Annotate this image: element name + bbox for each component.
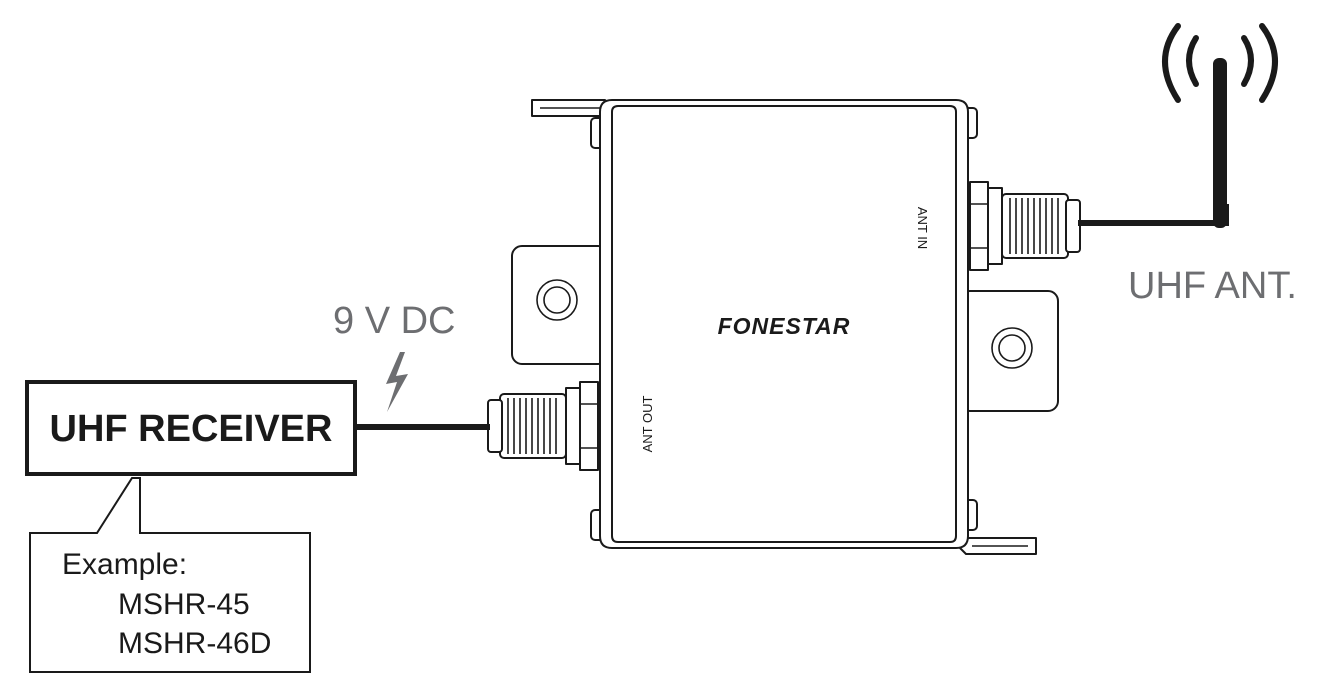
- mount-hole-right: [991, 327, 1033, 369]
- mounting-bracket-right: [959, 290, 1059, 412]
- example-callout: [29, 477, 311, 673]
- port-label-ant-out: ANT OUT: [640, 396, 655, 453]
- flange-top-left: [531, 99, 613, 117]
- flange-bottom-right: [957, 537, 1037, 555]
- connector-ant-out: [487, 381, 599, 471]
- connector-ant-in: [969, 181, 1081, 271]
- port-label-ant-in: ANT IN: [915, 207, 930, 249]
- callout-model-2: MSHR-46D: [118, 627, 271, 660]
- receiver-label: UHF RECEIVER: [50, 408, 333, 450]
- mounting-bracket-left: [511, 245, 609, 365]
- brand-logo: FONESTAR: [718, 313, 851, 339]
- antenna-icon: [1162, 23, 1278, 228]
- callout-model-1: MSHR-45: [118, 588, 250, 621]
- mount-hole-left: [536, 279, 578, 321]
- callout-heading: Example:: [62, 548, 187, 581]
- antenna-label: UHF ANT.: [1128, 265, 1297, 307]
- cable-device-to-antenna: [1078, 204, 1229, 226]
- amplifier-device: [599, 99, 969, 549]
- power-label: 9 V DC: [333, 300, 455, 342]
- uhf-receiver-box: [25, 380, 357, 476]
- lightning-bolt-icon: [386, 352, 408, 412]
